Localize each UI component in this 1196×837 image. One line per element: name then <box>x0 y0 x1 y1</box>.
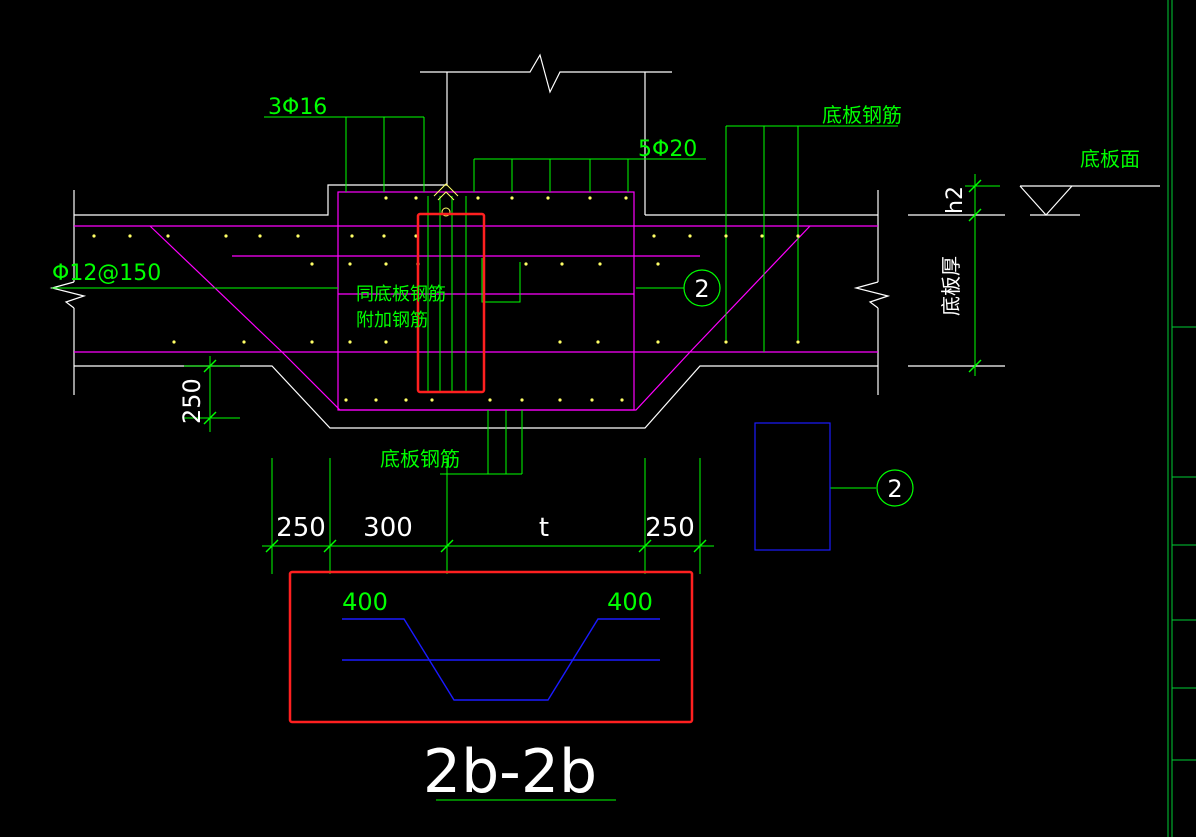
rebar-dot <box>510 196 514 200</box>
rebar-dot <box>310 262 314 266</box>
rebar-dot <box>724 340 728 344</box>
rebar-dot <box>652 234 656 238</box>
rebar-dot <box>384 340 388 344</box>
label-3phi16: 3Φ16 <box>268 95 327 120</box>
rebar-dot <box>724 234 728 238</box>
rebar-dot <box>172 340 176 344</box>
reference-circle-1: 2 <box>683 269 721 307</box>
rebar-dot <box>384 196 388 200</box>
rebar-dot <box>242 340 246 344</box>
label-phi12-at-150: Φ12@150 <box>52 261 161 286</box>
label-same-slab-rebar: 同底板钢筋 <box>356 284 446 305</box>
rebar-dot <box>224 234 228 238</box>
rebar-dot <box>166 234 170 238</box>
rebar-dot <box>348 340 352 344</box>
rebar-dot <box>350 234 354 238</box>
rebar-dot <box>310 340 314 344</box>
dim-300: 300 <box>363 513 413 543</box>
label-h2: h2 <box>943 186 968 214</box>
rebar-dot <box>688 234 692 238</box>
rebar-dot <box>296 234 300 238</box>
rebar-dot <box>348 262 352 266</box>
dim-vertical-250: 250 <box>178 378 206 424</box>
rebar-dot <box>588 196 592 200</box>
dim-t: t <box>539 513 549 543</box>
label-5phi20: 5Φ20 <box>638 137 697 162</box>
annotation-lines <box>52 116 1000 801</box>
rebar-dot <box>546 196 550 200</box>
rebar-dot <box>656 262 660 266</box>
reference-circle-1-label: 2 <box>694 275 709 303</box>
rebar-dot <box>520 398 524 402</box>
rebar-dot <box>656 340 660 344</box>
section-title: 2b-2b <box>423 737 597 807</box>
rebar-dot <box>590 398 594 402</box>
rebar-dot <box>620 398 624 402</box>
rebar-dot <box>488 398 492 402</box>
rebar-dot <box>624 196 628 200</box>
rebar-dot <box>384 262 388 266</box>
rebar-dot <box>414 196 418 200</box>
reference-circle-2: 2 <box>876 469 914 507</box>
highlight-box-stirrup <box>416 212 486 394</box>
rebar-dot <box>558 398 562 402</box>
rebar-dot <box>128 234 132 238</box>
rebar-dot <box>476 196 480 200</box>
rebar-lines <box>74 191 878 411</box>
label-slab-rebar-top: 底板钢筋 <box>822 103 902 127</box>
rebar-dot <box>430 398 434 402</box>
rebar-dot <box>404 398 408 402</box>
concrete-outline <box>49 53 1160 429</box>
detail-left-400: 400 <box>342 588 388 616</box>
title-block-border <box>1167 0 1196 837</box>
rebar-dot <box>344 398 348 402</box>
rebar-dot <box>598 262 602 266</box>
reference-circle-2-label: 2 <box>887 475 902 503</box>
label-slab-face: 底板面 <box>1080 147 1140 171</box>
label-slab-thickness: 底板厚 <box>939 256 963 316</box>
label-slab-rebar-bottom: 底板钢筋 <box>380 447 460 471</box>
rebar-dot <box>382 234 386 238</box>
rebar-dot <box>796 234 800 238</box>
rebar-dot <box>796 340 800 344</box>
detail-rectangle <box>754 422 831 551</box>
rebar-dot <box>596 340 600 344</box>
rebar-dot <box>558 340 562 344</box>
label-additional-rebar: 附加钢筋 <box>356 310 428 331</box>
rebar-dots <box>92 196 800 402</box>
rebar-dot <box>258 234 262 238</box>
dim-left-250: 250 <box>276 513 326 543</box>
rebar-dot <box>92 234 96 238</box>
stirrup-hook <box>433 183 459 217</box>
rebar-dot <box>560 262 564 266</box>
rebar-dot <box>524 262 528 266</box>
detail-right-400: 400 <box>607 588 653 616</box>
rebar-dot <box>374 398 378 402</box>
rebar-dot <box>760 234 764 238</box>
dim-right-250: 250 <box>645 513 695 543</box>
dimension-ticks <box>203 179 982 553</box>
highlight-box-detail[interactable] <box>288 570 694 724</box>
bent-bar-detail <box>342 618 660 701</box>
